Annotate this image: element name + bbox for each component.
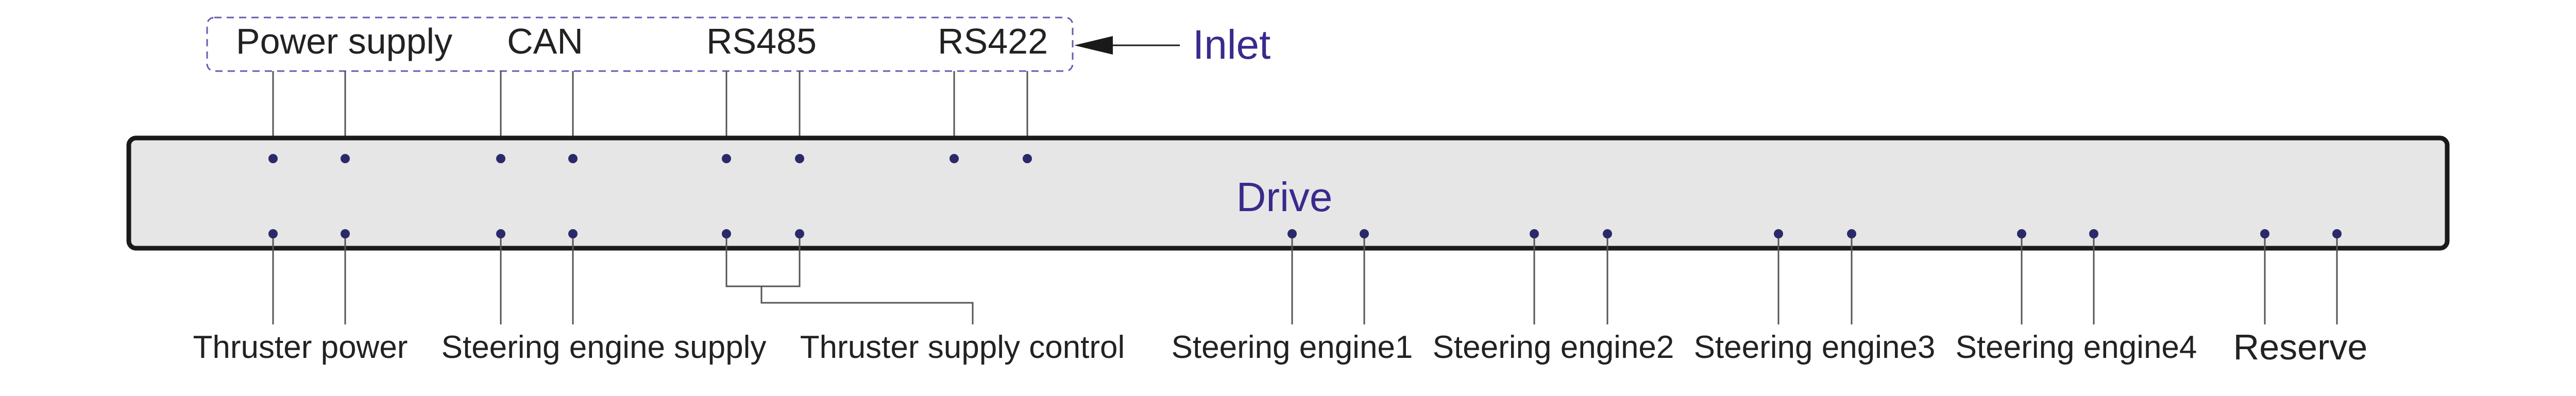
output-label-reserve: Reserve [2233,327,2368,367]
inlet-port-label-rs422: RS422 [938,21,1048,61]
drive-pin [2260,229,2269,238]
drive-pin [568,154,578,163]
drive-pin [722,229,731,238]
output-label-steering-engine3: Steering engine3 [1694,330,1936,365]
drive-pin [341,154,350,163]
drive-top-pins [268,154,1032,163]
drive-pin [268,229,278,238]
drive-pin [950,154,959,163]
drive-pin [2017,229,2026,238]
drive-box [126,135,2450,251]
drive-pin [341,229,350,238]
inlet-port-label-power-supply: Power supply [236,21,452,61]
drive-pin [1774,229,1783,238]
output-label-steering-engine-supply: Steering engine supply [442,330,767,365]
drive-pin [496,154,505,163]
drive-pin [1603,229,1612,238]
drive-pin [568,229,578,238]
drive-label: Drive [1236,174,1333,220]
drive-pin [1847,229,1856,238]
output-wires [272,234,2338,324]
output-label-thruster-power: Thruster power [193,330,408,365]
inlet-arrow-head [1074,36,1113,55]
drive-pin [2332,229,2342,238]
output-label-steering-engine1: Steering engine1 [1172,330,1413,365]
drive-pin [795,229,804,238]
output-label-thruster-supply-control: Thruster supply control [800,330,1125,365]
drive-pin [1360,229,1369,238]
thruster-supply-control-lead [760,286,974,324]
output-labels: Thruster power Steering engine supply Th… [193,327,2368,367]
drive-pin [722,154,731,163]
inlet-port-label-rs485: RS485 [706,21,817,61]
drive-pin [268,154,278,163]
thruster-supply-control-bracket [725,234,801,287]
drive-pin [1023,154,1032,163]
drive-pin [1530,229,1539,238]
inlet-port-label-can: CAN [507,21,583,61]
drive-pin [496,229,505,238]
drive-pin [1287,229,1297,238]
output-label-steering-engine2: Steering engine2 [1433,330,1674,365]
output-label-steering-engine4: Steering engine4 [1956,330,2197,365]
drive-pin [795,154,804,163]
drive-bottom-pins [268,229,2342,238]
drive-pin [2089,229,2098,238]
inlet-label: Inlet [1193,22,1270,67]
inlet-group-frame [206,16,1074,72]
